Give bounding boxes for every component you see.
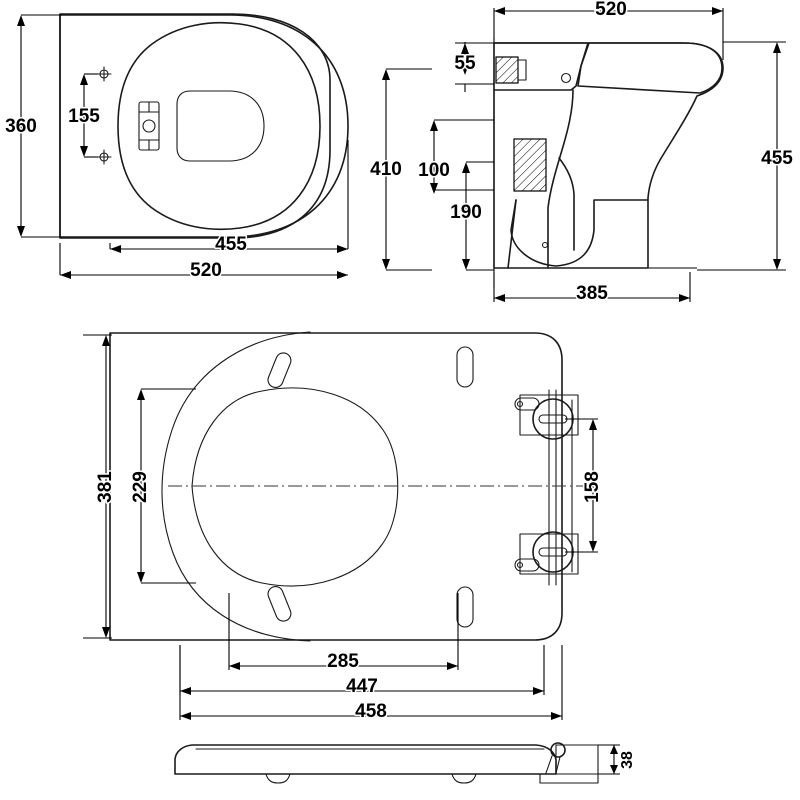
- dim-455-side: 455: [697, 41, 795, 271]
- seat-section-hinge: [539, 742, 599, 784]
- dim-label-520-side: 520: [595, 0, 627, 20]
- dim-label-55: 55: [454, 53, 476, 74]
- dim-label-360: 360: [5, 116, 37, 137]
- pan-plan-fixing-holes: [96, 66, 112, 165]
- pan-plan-body: [59, 14, 349, 238]
- dim-label-38: 38: [619, 751, 636, 769]
- dim-155: 155: [67, 73, 102, 158]
- pan-side-base-curve: [510, 199, 649, 267]
- dim-385: 385: [493, 272, 691, 306]
- dim-285: 285: [228, 593, 459, 674]
- dim-190: 190: [449, 161, 494, 271]
- view-top-plan: 360 155 455 520: [4, 13, 349, 283]
- dim-label-447: 447: [346, 676, 378, 697]
- view-side-elevation: 520 55 410 100: [369, 0, 795, 306]
- dim-455-top: 455: [109, 140, 349, 257]
- dim-label-190: 190: [450, 202, 482, 223]
- dim-360: 360: [4, 14, 62, 238]
- pan-side-skirt: [507, 199, 517, 269]
- dim-38: 38: [598, 744, 638, 775]
- pan-plan-outline: [59, 13, 331, 239]
- pan-side-bowl-inner: [558, 157, 575, 251]
- dim-label-381: 381: [95, 471, 116, 503]
- dim-label-155: 155: [68, 106, 100, 127]
- dim-label-285: 285: [327, 651, 359, 672]
- dim-229: 229: [129, 388, 196, 584]
- seat-ring-outer: [161, 331, 311, 642]
- pan-plan-rim: [117, 21, 321, 231]
- dim-label-158: 158: [582, 471, 603, 503]
- seat-plate-outline: [109, 332, 563, 641]
- pan-side-outlet-block: [513, 138, 547, 192]
- pan-side-tank-face: [493, 42, 589, 91]
- dim-label-410: 410: [370, 159, 402, 180]
- pan-side-inlet-block: [495, 56, 527, 84]
- dim-label-455-top: 455: [215, 234, 247, 255]
- pan-side-pivot-hole: [560, 72, 572, 84]
- seat-buffer-slots: [267, 346, 474, 628]
- dim-520-top: 520: [59, 243, 348, 283]
- view-seat-plan: 381 229 158 285: [83, 331, 605, 724]
- dim-458: 458: [179, 645, 563, 724]
- dim-label-385: 385: [576, 283, 608, 304]
- seat-section-buffer-1: [265, 773, 291, 784]
- dim-label-458: 458: [355, 701, 387, 722]
- dim-410: 410: [369, 68, 432, 271]
- dim-447: 447: [179, 645, 545, 699]
- dim-381: 381: [83, 334, 118, 639]
- dim-label-229: 229: [130, 471, 151, 503]
- dim-55: 55: [453, 42, 494, 92]
- pan-side-bowl-profile: [547, 89, 574, 269]
- pan-plan-aperture: [176, 90, 265, 162]
- dim-label-100: 100: [418, 160, 450, 181]
- dim-100: 100: [417, 119, 494, 194]
- view-seat-section: 38: [174, 742, 638, 784]
- seat-section-buffer-2: [451, 773, 477, 784]
- dim-158: 158: [565, 418, 605, 553]
- pan-side-small-hole: [541, 241, 549, 249]
- dim-520-side: 520: [493, 0, 724, 60]
- pan-plan-hinge-detail: [138, 101, 160, 151]
- seat-ring-aperture: [191, 387, 399, 587]
- pan-side-lid: [577, 42, 723, 94]
- dim-label-520-top: 520: [190, 260, 222, 281]
- dim-label-455-side: 455: [761, 148, 793, 169]
